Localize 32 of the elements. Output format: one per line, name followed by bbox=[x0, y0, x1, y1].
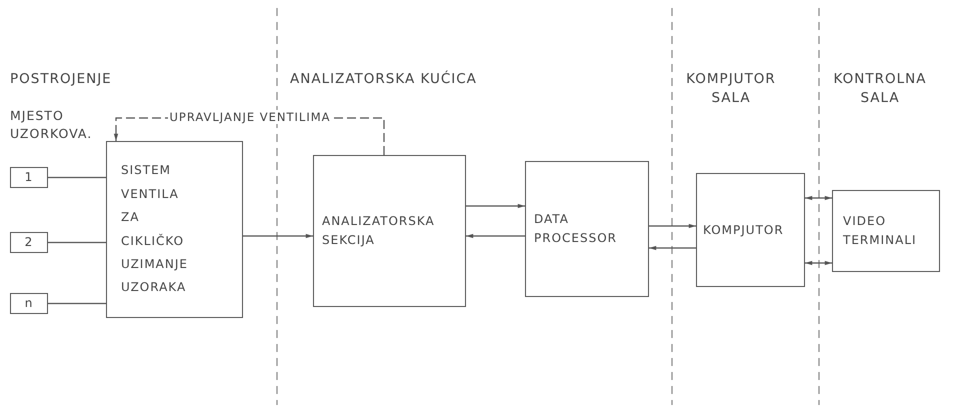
node-text: 2 bbox=[24, 234, 34, 252]
arrow bbox=[649, 224, 696, 228]
node-text: VIDEO TERMINALI bbox=[843, 213, 918, 249]
node-text: SISTEM VENTILA ZA CIKLIČKO UZIMANJE UZORAKA bbox=[121, 162, 189, 296]
zone-heading: KOMPJUTOR SALA bbox=[685, 70, 777, 108]
process-box bbox=[313, 155, 466, 307]
arrow bbox=[466, 234, 525, 238]
node-text: ANALIZATORSKA SEKCIJA bbox=[322, 213, 436, 249]
node-text: DATA PROCESSOR bbox=[534, 211, 618, 247]
process-box bbox=[106, 141, 243, 318]
node-text: n bbox=[24, 295, 34, 312]
process-box bbox=[525, 161, 649, 297]
annotation-text: MJESTO UZORKOVA. bbox=[10, 107, 94, 142]
sample-point-box bbox=[10, 167, 48, 188]
arrow bbox=[649, 246, 696, 250]
arrow bbox=[805, 196, 832, 200]
zone-heading: ANALIZATORSKA KUĆICA bbox=[290, 70, 478, 89]
node-text: 1 bbox=[24, 169, 34, 186]
sample-point-box bbox=[10, 293, 48, 314]
zone-heading: KONTROLNA SALA bbox=[832, 70, 928, 108]
connector-line bbox=[48, 302, 106, 304]
arrow bbox=[805, 260, 832, 266]
connector-line bbox=[48, 242, 106, 244]
arrow bbox=[243, 234, 313, 238]
arrow bbox=[466, 204, 525, 208]
edge-label: UPRAVLJANJE VENTILIMA bbox=[168, 110, 332, 124]
process-box bbox=[696, 173, 805, 287]
node-text: KOMPJUTOR bbox=[703, 222, 785, 239]
process-box bbox=[832, 190, 940, 272]
connector-line bbox=[48, 176, 106, 178]
sample-point-box bbox=[10, 232, 48, 253]
zone-heading: POSTROJENJE bbox=[10, 70, 113, 89]
